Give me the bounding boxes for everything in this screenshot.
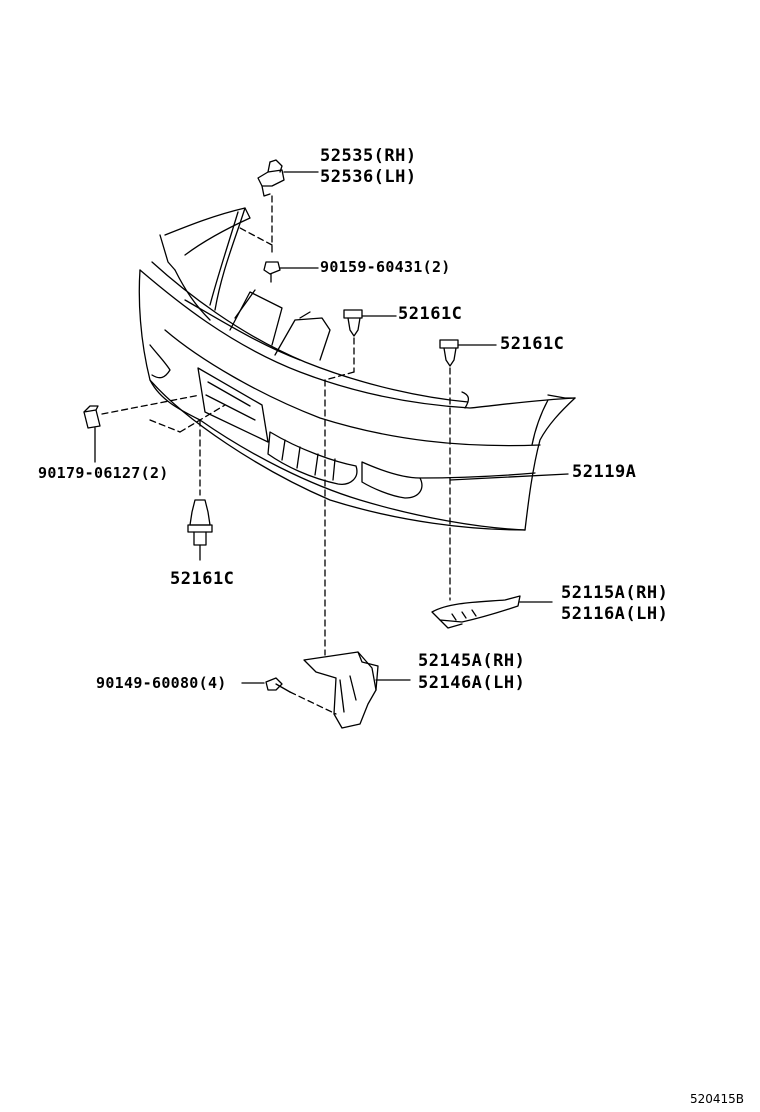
label-52161c-top: 52161C: [398, 304, 463, 324]
screw-90149-shape: [265, 677, 291, 693]
label-90159: 90159-60431(2): [320, 258, 451, 276]
bracket-52145a-shape: [303, 651, 379, 729]
dash-90149: [289, 691, 337, 715]
clip-52161c-top-shape: [343, 309, 363, 337]
retainer-52535-shape: [257, 159, 285, 197]
screw-90159-shape: [263, 261, 281, 283]
bumper-cover: [138, 207, 576, 531]
dash-52161c-top-b: [324, 371, 355, 381]
dash-90179-b: [149, 419, 181, 433]
dash-90179-c: [179, 404, 226, 433]
label-52535: 52535(RH): [320, 146, 417, 166]
nut-90179-shape: [83, 405, 101, 429]
dash-90179-a: [101, 394, 201, 415]
label-90179: 90179-06127(2): [38, 464, 169, 482]
dash-52535-b: [239, 227, 273, 246]
bracket-52115a-shape: [431, 595, 521, 629]
label-52119a: 52119A: [572, 462, 637, 482]
drawing-code: 520415B: [689, 1092, 744, 1106]
label-52115a: 52115A(RH): [561, 583, 669, 603]
label-90149: 90149-60080(4): [96, 674, 227, 692]
label-52161c-right: 52161C: [500, 334, 565, 354]
label-52146a: 52146A(LH): [418, 673, 526, 693]
label-52145a: 52145A(RH): [418, 651, 526, 671]
label-52161c-left: 52161C: [170, 569, 235, 589]
label-52536: 52536(LH): [320, 167, 417, 187]
leader-52119a: [449, 473, 569, 481]
clip-52161c-left-shape: [187, 499, 213, 546]
label-52116a: 52116A(LH): [561, 604, 669, 624]
clip-52161c-right-shape: [439, 339, 459, 367]
